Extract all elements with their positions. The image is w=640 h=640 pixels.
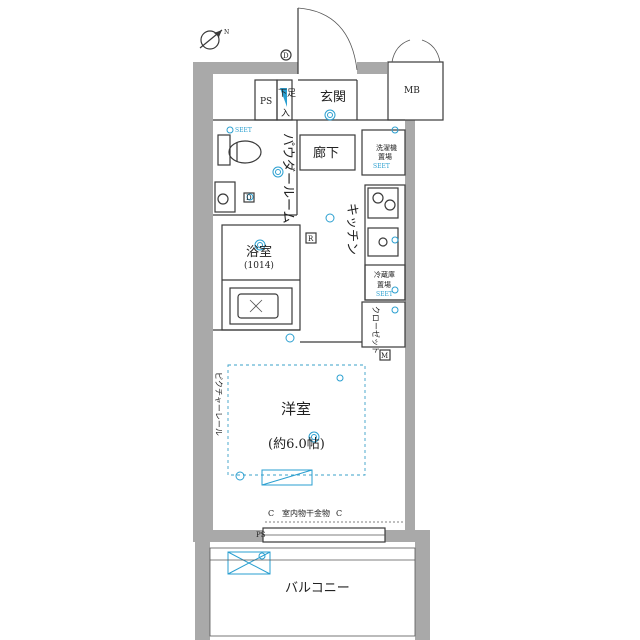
sink-icon (214, 181, 236, 213)
fridge-space-label-2: 置場 (377, 280, 391, 289)
bathtub-icon (237, 293, 279, 319)
western-room-label: 洋室 (281, 400, 311, 418)
d-marker-2 (243, 192, 255, 203)
balcony-label: バルコニー (285, 581, 350, 596)
sheet-label-1: SEET (235, 127, 252, 134)
compass-icon: N (199, 29, 229, 50)
c-right-label: C (336, 509, 342, 518)
svg-text:N: N (224, 29, 229, 36)
washer-space-label-2: 置場 (378, 152, 392, 161)
hallway-label: 廊下 (313, 145, 339, 161)
m-marker (379, 349, 391, 361)
stove-icon (367, 187, 399, 219)
light-fixture-icon (280, 88, 287, 107)
r-mark-label: R (308, 235, 314, 243)
western-room-size-label: (約6.0帖) (268, 437, 325, 452)
powder-room-label: パウダールーム (280, 133, 295, 224)
d-mark-label-2: D (246, 194, 252, 202)
indoor-drying-label: 室内物干金物 (282, 508, 330, 518)
door-swing-icon (391, 39, 411, 63)
outer-walls (193, 62, 430, 640)
c-left-label: C (268, 509, 274, 518)
interior-lines (209, 79, 416, 637)
light-fixture-icon (235, 109, 336, 481)
sheet-label-3: SEET (376, 291, 393, 298)
air-conditioner-icon (258, 552, 266, 560)
mb-label: MB (404, 86, 420, 96)
sink-icon (367, 227, 399, 257)
shoe-storage-label-2: 入 (281, 108, 290, 119)
washer-space-label-1: 洗濯機 (376, 143, 397, 152)
r-marker (305, 232, 317, 244)
closet-label: クローゼット (371, 306, 381, 354)
picture-rail-label: ピクチャーレール (214, 372, 223, 436)
shoe-storage-label-1: 下足 (278, 88, 296, 99)
mb-box (387, 61, 444, 121)
d-mark-label: D (283, 52, 289, 60)
door-swing-icon (297, 7, 358, 71)
m-mark-label: M (381, 352, 388, 360)
outlet-icon (226, 126, 399, 382)
d-marker (280, 49, 292, 61)
kitchen-label: キッチン (344, 203, 359, 255)
fridge-space-label-1: 冷蔵庫 (374, 270, 395, 279)
toilet-icon (217, 134, 262, 166)
bathroom-size-label: (1014) (244, 260, 274, 271)
bathroom-label: 浴室 (246, 244, 272, 260)
ps-bottom-label: PS (256, 531, 266, 539)
entrance-label: 玄関 (320, 90, 346, 105)
sheet-label-2: SEET (373, 163, 390, 170)
ps-top-label: PS (260, 97, 272, 107)
